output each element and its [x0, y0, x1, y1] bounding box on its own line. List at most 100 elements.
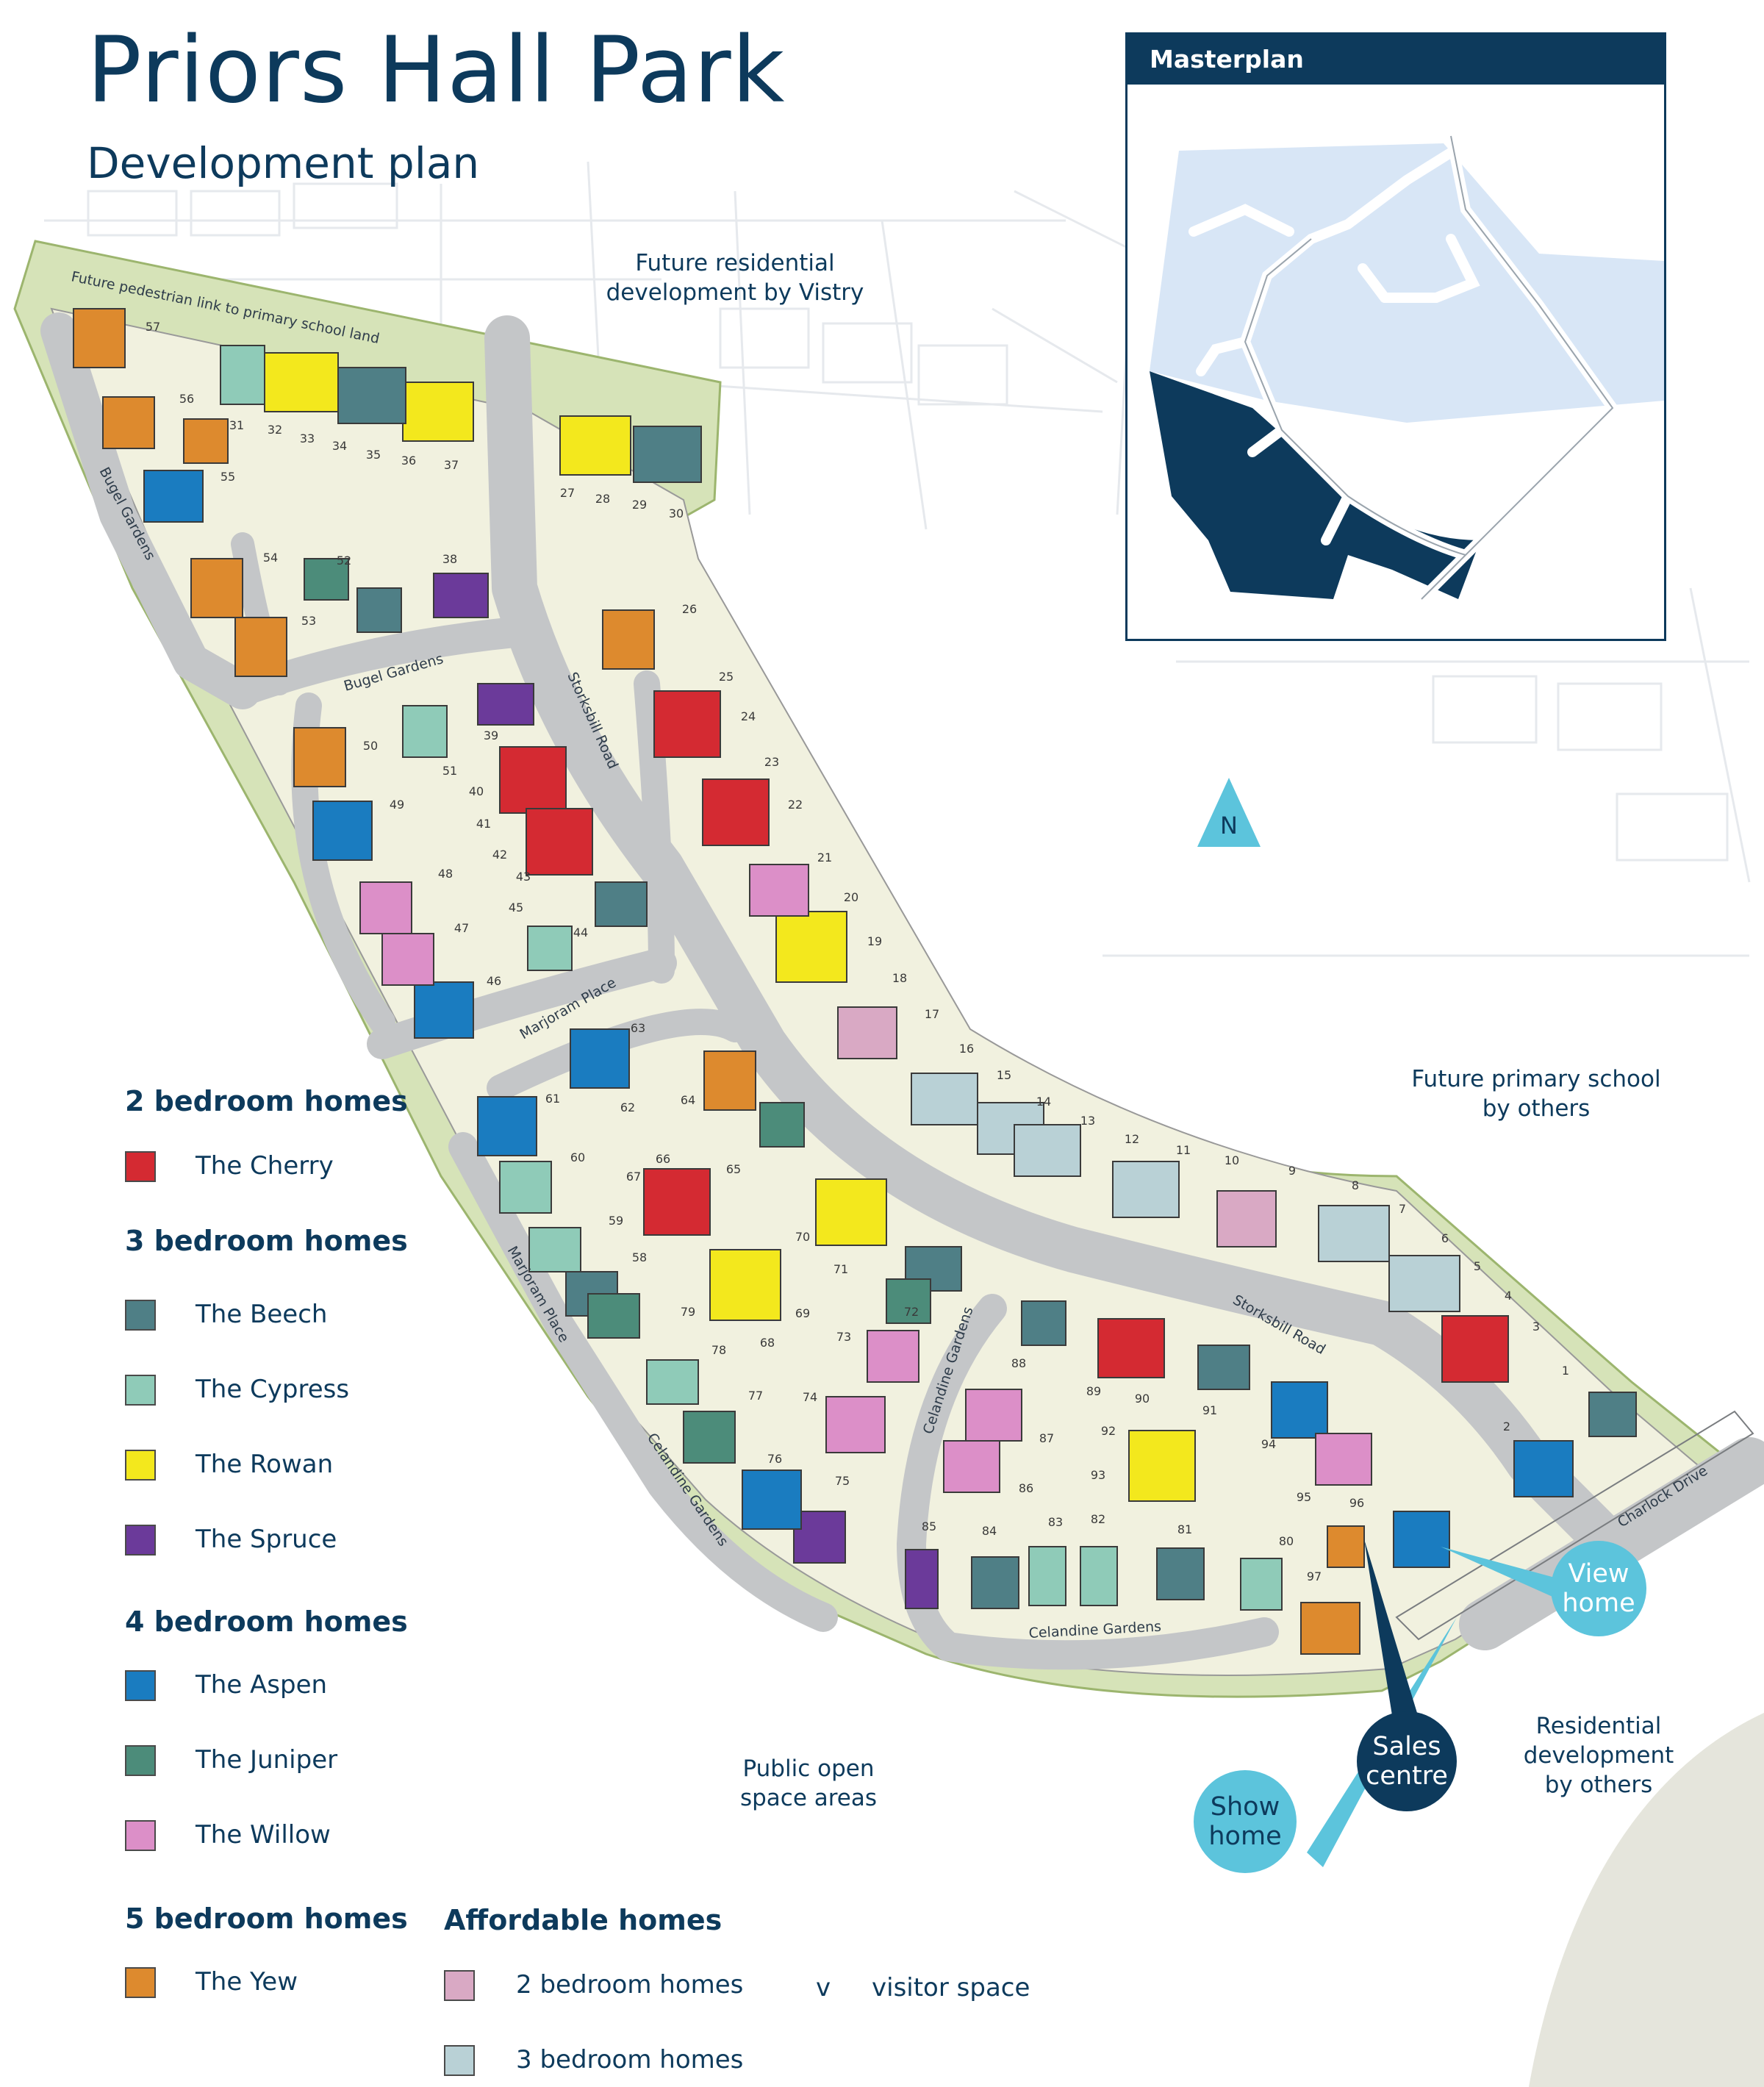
masterplan-development-area — [1150, 371, 1480, 599]
plot-number: 20 — [844, 890, 858, 904]
show-home-marker[interactable]: Show home — [1194, 1770, 1297, 1873]
plot-number: 22 — [788, 798, 803, 812]
plot-number: 97 — [1307, 1569, 1322, 1583]
north-arrow-label: N — [1220, 812, 1238, 840]
plot-number: 18 — [892, 971, 907, 985]
plot-number: 5 — [1474, 1259, 1481, 1273]
public-open-space-label: Public open space areas — [706, 1754, 911, 1813]
sales-centre-marker[interactable]: Sales centre — [1357, 1711, 1457, 1811]
legend-label-cherry: The Cherry — [196, 1151, 334, 1181]
legend-swatch-yew — [125, 1967, 156, 1998]
legend-swatch-cherry — [125, 1151, 156, 1182]
plot-number: 50 — [363, 739, 378, 753]
corner-shape — [1529, 1713, 1764, 2087]
plot-number: 95 — [1297, 1490, 1311, 1504]
plot-number: 71 — [833, 1262, 848, 1276]
plot-number: 1 — [1562, 1364, 1569, 1378]
plot-number: 9 — [1288, 1164, 1296, 1178]
view-home-marker[interactable]: View home — [1551, 1541, 1646, 1636]
plot-number: 93 — [1091, 1468, 1105, 1482]
plot-number: 77 — [748, 1389, 763, 1403]
plot-number: 51 — [442, 764, 457, 778]
plot-number: 73 — [836, 1330, 851, 1344]
plot-number: 89 — [1086, 1384, 1101, 1398]
plot-number: 33 — [300, 432, 315, 445]
plot-number: 7 — [1399, 1202, 1406, 1216]
sales-centre-line-2: centre — [1366, 1761, 1448, 1791]
legend-label-visitor-space: visitor space — [872, 1973, 1030, 2002]
plot-numbers: 1234567891011121314151617181920212223242… — [146, 320, 1569, 1583]
show-home-line-2: home — [1208, 1822, 1282, 1851]
legend-label-yew: The Yew — [196, 1967, 298, 1997]
legend-swatch-spruce — [125, 1525, 156, 1556]
sales-centre-line-1: Sales — [1372, 1732, 1441, 1761]
plot-number: 13 — [1080, 1114, 1095, 1128]
plot-number: 32 — [268, 423, 282, 437]
houses — [73, 308, 1637, 1655]
masterplan-future-area — [1150, 143, 1664, 423]
show-home-line-1: Show — [1210, 1792, 1280, 1822]
legend-label-spruce: The Spruce — [196, 1525, 337, 1554]
plot-number: 11 — [1176, 1143, 1191, 1157]
plot-number: 34 — [332, 439, 347, 453]
plot-number: 48 — [438, 867, 453, 881]
legend-label-willow: The Willow — [196, 1820, 331, 1850]
plot-number: 25 — [719, 670, 734, 684]
legend-swatch-beech — [125, 1300, 156, 1331]
future-school-line-1: Future primary school — [1411, 1066, 1661, 1092]
residential-others-line-3: by others — [1544, 1772, 1653, 1798]
plot-number: 30 — [669, 506, 684, 520]
plot-number: 78 — [711, 1343, 726, 1357]
legend-label-aspen: The Aspen — [196, 1670, 328, 1700]
plot-number: 4 — [1505, 1289, 1512, 1303]
plot-number: 86 — [1019, 1481, 1033, 1495]
legend-swatch-rowan — [125, 1450, 156, 1481]
plot-number: 24 — [741, 709, 756, 723]
north-arrow: N — [1196, 778, 1262, 855]
plot-number: 54 — [263, 551, 278, 565]
plot-number: 6 — [1441, 1231, 1449, 1245]
plot-number: 74 — [803, 1390, 817, 1404]
legend-label-cypress: The Cypress — [196, 1375, 350, 1404]
public-open-line-1: Public open — [742, 1755, 875, 1782]
masterplan-title: Masterplan — [1127, 35, 1664, 85]
plot-number: 41 — [476, 817, 491, 831]
plot-number: 67 — [626, 1170, 641, 1184]
plot-number: 2 — [1503, 1420, 1510, 1433]
legend-heading-2-bed: 2 bedroom homes — [125, 1085, 408, 1117]
future-school-label: Future primary school by others — [1389, 1064, 1683, 1123]
plot-number: 81 — [1177, 1522, 1192, 1536]
future-school-line-2: by others — [1482, 1095, 1591, 1122]
plot-number: 53 — [301, 614, 316, 628]
masterplan-map — [1150, 131, 1664, 604]
legend-swatch-willow — [125, 1820, 156, 1851]
public-open-line-2: space areas — [739, 1785, 878, 1811]
plot-number: 61 — [545, 1092, 560, 1106]
plot-number: 69 — [795, 1306, 810, 1320]
plot-number: 88 — [1011, 1356, 1026, 1370]
plot-number: 29 — [632, 498, 647, 512]
legend-heading-4-bed: 4 bedroom homes — [125, 1605, 408, 1638]
plot-number: 82 — [1091, 1512, 1105, 1526]
plot-number: 96 — [1349, 1496, 1364, 1510]
plot-number: 79 — [681, 1305, 695, 1319]
plot-number: 8 — [1352, 1178, 1359, 1192]
plot-number: 72 — [904, 1305, 919, 1319]
plot-number: 94 — [1261, 1437, 1276, 1451]
plot-number: 28 — [595, 492, 610, 506]
legend-label-rowan: The Rowan — [196, 1450, 334, 1479]
plot-number: 12 — [1125, 1132, 1139, 1146]
plot-number: 27 — [560, 486, 575, 500]
plot-number: 36 — [401, 454, 416, 468]
plot-number: 35 — [366, 448, 381, 462]
legend-heading-3-bed: 3 bedroom homes — [125, 1225, 408, 1257]
legend-swatch-affordable-2-bed — [444, 1970, 475, 2001]
residential-others-line-1: Residential — [1535, 1713, 1662, 1739]
plot-number: 49 — [390, 798, 404, 812]
plot-number: 23 — [764, 755, 779, 769]
plot-number: 83 — [1048, 1515, 1063, 1529]
legend-heading-affordable: Affordable homes — [444, 1904, 723, 1936]
legend-swatch-affordable-3-bed — [444, 2045, 475, 2076]
plot-number: 64 — [681, 1093, 695, 1107]
